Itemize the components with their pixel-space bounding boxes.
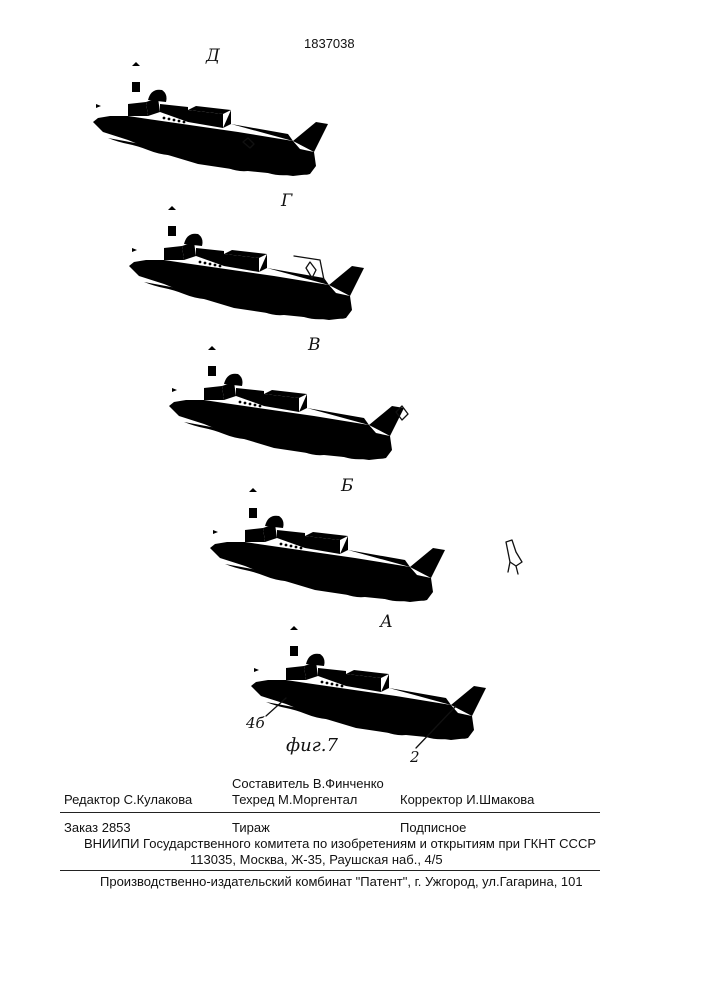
landed-vehicle-b	[498, 538, 528, 578]
corrector-credit: Корректор И.Шмакова	[400, 792, 534, 807]
divider-top	[60, 812, 600, 813]
subscription: Подписное	[400, 820, 466, 835]
ship-drawing-g	[124, 196, 384, 336]
order-number: Заказ 2853	[64, 820, 131, 835]
tech-editor-credit: Техред М.Моргентал	[232, 792, 357, 807]
compiler-credit: Составитель В.Финченко	[232, 776, 384, 791]
ship-drawing-d	[88, 52, 348, 192]
editor-credit: Редактор С.Кулакова	[64, 792, 192, 807]
leader-line-4b	[260, 694, 300, 724]
ship-drawing-v	[164, 336, 424, 476]
publisher-line: Производственно-издательский комбинат "П…	[100, 874, 583, 889]
institute-line: ВНИИПИ Государственного комитета по изоб…	[84, 836, 596, 851]
circulation: Тираж	[232, 820, 270, 835]
divider-bottom	[60, 870, 600, 871]
figure-caption: фиг.7	[286, 735, 338, 756]
institute-address: 113035, Москва, Ж-35, Раушская наб., 4/5	[190, 852, 443, 867]
ship-drawing-b	[205, 478, 465, 618]
leader-line-2	[412, 700, 472, 760]
patent-number: 1837038	[304, 36, 355, 51]
